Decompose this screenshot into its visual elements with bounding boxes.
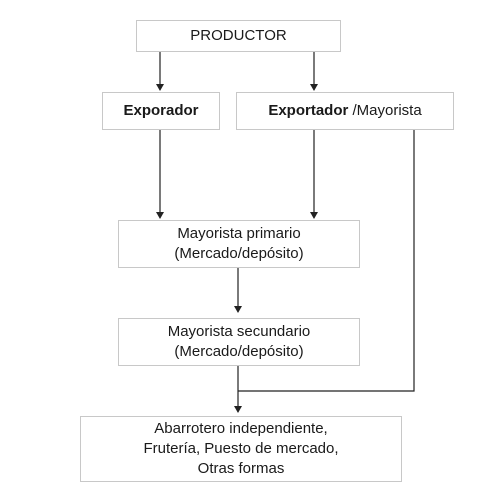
node-minorista: Abarrotero independiente, Frutería, Pues…	[80, 416, 402, 482]
node-mayorista-primario-line-1: Mayorista primario	[177, 225, 301, 242]
node-productor-label: PRODUCTOR	[190, 27, 287, 44]
node-minorista-line-2: Frutería, Puesto de mercado,	[143, 440, 339, 457]
node-exportador-mayorista-bold: Exportador	[268, 102, 349, 119]
node-productor: PRODUCTOR	[136, 20, 341, 52]
node-mayorista-secundario-line-1: Mayorista secundario	[167, 323, 311, 340]
node-exportador-mayorista: Exportador /Mayorista	[236, 92, 454, 130]
node-exportador: Exporador	[102, 92, 220, 130]
node-minorista-line-1: Abarrotero independiente,	[154, 420, 328, 437]
node-exportador-mayorista-label: Exportador /Mayorista	[268, 101, 421, 121]
node-mayorista-secundario-line-2: (Mercado/depósito)	[174, 343, 304, 360]
node-mayorista-primario-line-2: (Mercado/depósito)	[174, 245, 304, 262]
node-exportador-mayorista-rest: /Mayorista	[348, 102, 422, 119]
node-minorista-line-3: Otras formas	[197, 460, 285, 477]
node-mayorista-primario: Mayorista primario (Mercado/depósito)	[118, 220, 360, 268]
edge-exportador-mayorista-bypass	[238, 130, 415, 392]
node-exportador-label: Exporador	[123, 102, 199, 119]
node-mayorista-secundario: Mayorista secundario (Mercado/depósito)	[118, 318, 360, 366]
